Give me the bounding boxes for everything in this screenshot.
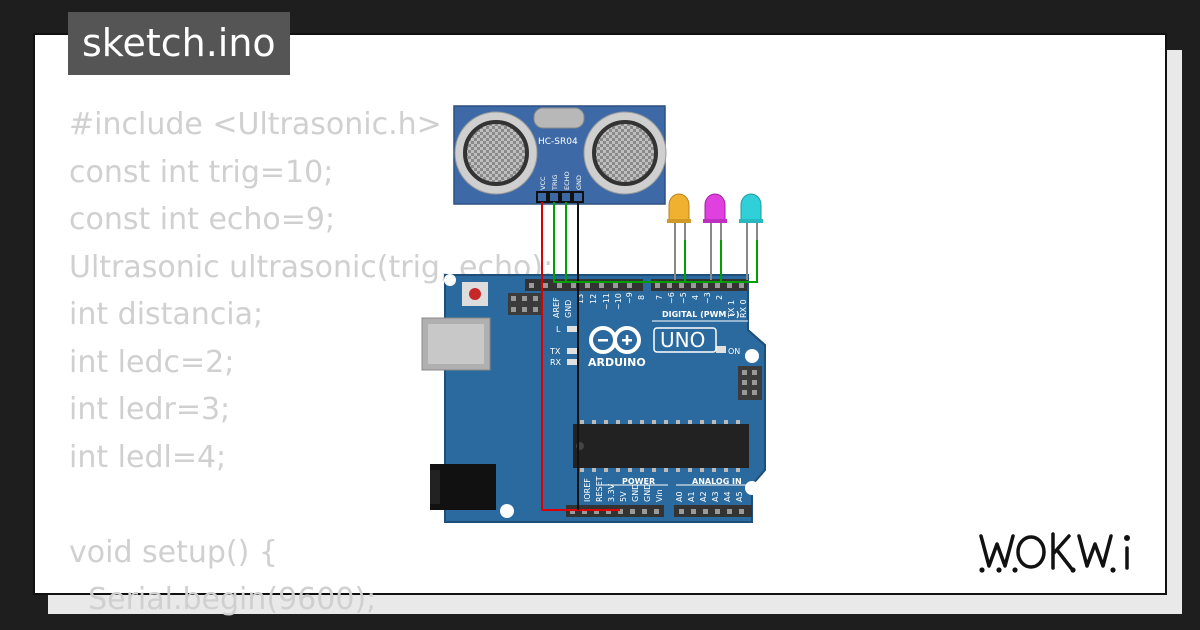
pin-label: GND [564,300,573,318]
hc-sr04-sensor[interactable]: HC-SR04 VCC TRIG ECHO GND [453,105,667,205]
crystal [533,107,585,129]
pin-label: 12 [589,294,598,304]
wokwi-logo-mark [979,532,1130,573]
pin-label: A2 [699,491,708,502]
digital-header-right [651,279,747,291]
pin-label: 2 [715,295,724,300]
uno-badge [653,327,717,353]
wires [541,202,758,511]
led-rx [567,359,577,365]
mounting-hole [444,274,456,286]
pin-label: A1 [687,491,696,502]
pin-label: Vin [655,489,664,502]
code-line: const int trig=10; [69,154,334,190]
reset-button-cap [469,288,481,300]
power-jack [430,464,496,510]
code-line: int ledl=4; [69,439,227,475]
power-pin-labels: IOREF RESET 3.3V 5V GND GND Vin A0 A1 A2… [583,476,744,502]
pin-label: A5 [735,491,744,502]
usb-port-inner [428,324,484,364]
pin-label: GND [631,484,640,502]
atmega-chip [573,424,749,468]
mounting-hole [745,481,759,495]
led-rx-label: RX [550,358,562,367]
pin-label: TRIG [551,175,559,191]
pin-label: RESET [595,476,604,502]
uno-label: UNO [660,328,705,352]
pin-label: A0 [675,491,684,502]
mounting-hole [745,349,759,363]
pin-label: TX 1 [727,300,736,319]
icsp-header [508,293,542,315]
pin-label: 5V [619,491,628,502]
transducer-left-mesh [463,120,529,186]
pin-label: A3 [711,491,720,502]
pin-label: ~11 [602,293,611,310]
code-line: #include <Ultrasonic.h> [69,107,442,142]
file-title[interactable]: sketch.ino [68,12,290,75]
pin-label: RX 0 [739,299,748,318]
pin-label: ~6 [667,292,676,304]
led-tx [567,348,577,354]
led-tx-label: TX [549,347,561,356]
transducer-right-mesh [592,120,658,186]
pin-label: ~9 [625,292,634,304]
sensor-model-label: HC-SR04 [538,137,578,147]
pin-label: GND [643,484,652,502]
led-l-label: L [556,325,561,334]
wire-led-3 [745,240,758,283]
analog-label: ANALOG IN [692,477,742,486]
pin-label: ECHO [563,171,571,190]
power-jack-lip [430,470,440,504]
pin-label: 13 [576,294,585,304]
mounting-hole [500,504,514,518]
pin-label: AREF [552,297,561,318]
digital-header-pins [529,283,744,288]
led-on-label: ON [728,347,740,356]
code-line: Ultrasonic ultrasonic(trig, echo); [69,249,554,285]
digital-header-label: DIGITAL (PWM ~) [662,310,740,319]
pin-label: ~5 [679,292,688,304]
arduino-uno-board[interactable]: AREF GND 13 12 ~11 ~10 ~9 8 7 ~6 ~5 4 ~3… [421,274,766,523]
pin-label: 7 [655,295,664,300]
wire-trig [553,202,620,283]
wire-vcc [541,202,620,511]
pin-label: ~3 [703,292,712,304]
code-preview: #include <Ultrasonic.h> const int trig=10… [69,101,553,624]
code-line: int ledr=3; [69,392,231,427]
led-3[interactable] [739,193,763,280]
pin-label: A4 [723,491,732,502]
pin-label: 4 [691,295,700,300]
pin-label: VCC [539,176,547,190]
icsp-header-2 [738,366,762,400]
pin-label: ~10 [614,293,623,310]
code-line: int ledc=2; [69,344,235,380]
pin-label: 3.3V [607,483,616,502]
led-2[interactable] [703,193,727,280]
code-line: Serial.begin(9600); [69,582,377,617]
pin-label: 8 [637,295,646,300]
wokwi-logo[interactable] [975,526,1150,580]
pin-label: GND [575,175,583,190]
digital-pin-labels: AREF GND 13 12 ~11 ~10 ~9 8 7 ~6 ~5 4 ~3… [552,292,748,319]
code-line: const int echo=9; [69,202,336,237]
arduino-logo [589,326,641,354]
pin-label: IOREF [583,478,592,502]
led-l [567,326,577,332]
power-label: POWER [622,477,655,486]
chip-pins [580,420,740,472]
code-line: int distancia; [69,297,264,332]
led-1[interactable] [667,193,691,280]
arduino-brand: ARDUINO [588,356,646,369]
bottom-header-pins [570,509,744,514]
code-line: void setup() { [69,534,278,570]
led-on [716,346,726,353]
sensor-pin-labels: VCC TRIG ECHO GND [539,171,583,191]
